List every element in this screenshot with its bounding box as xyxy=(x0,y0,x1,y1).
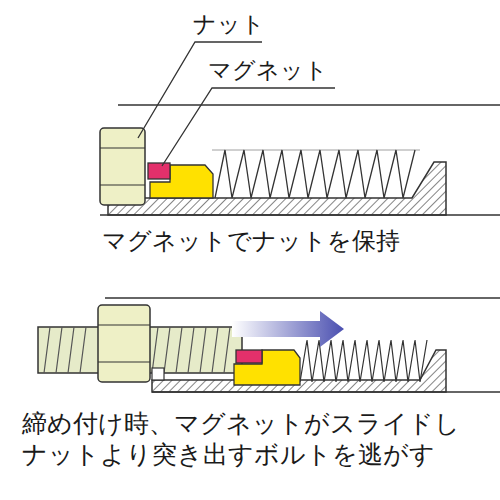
leader-line xyxy=(162,88,335,166)
spring-guide xyxy=(212,150,420,151)
nut-edge xyxy=(98,361,150,362)
tube-wall xyxy=(118,104,500,106)
callout-label: マグネット xyxy=(208,56,348,85)
spring xyxy=(215,150,415,198)
magnet xyxy=(148,163,170,179)
spring xyxy=(300,340,427,382)
bottom-assembly xyxy=(38,298,500,392)
caption-text: マグネットでナットを保持 xyxy=(102,226,442,256)
tube-wall xyxy=(100,214,500,216)
magnet xyxy=(236,350,262,363)
nut xyxy=(100,128,145,205)
nut xyxy=(98,305,150,382)
washer xyxy=(152,368,164,380)
tube-wall xyxy=(152,391,500,393)
magnet-holder xyxy=(234,350,300,385)
nut-edge xyxy=(100,184,145,185)
leader-line xyxy=(138,42,262,138)
nut-edge xyxy=(100,147,145,148)
slide-arrow xyxy=(232,311,344,347)
caption-text: 締め付け時、マグネットがスライドし ナットより突き出すボルトを逃がす xyxy=(22,408,484,471)
nut-edge xyxy=(98,324,150,325)
top-assembly xyxy=(100,42,500,215)
callout-label: ナット xyxy=(193,10,283,39)
tube-wall xyxy=(105,297,500,299)
